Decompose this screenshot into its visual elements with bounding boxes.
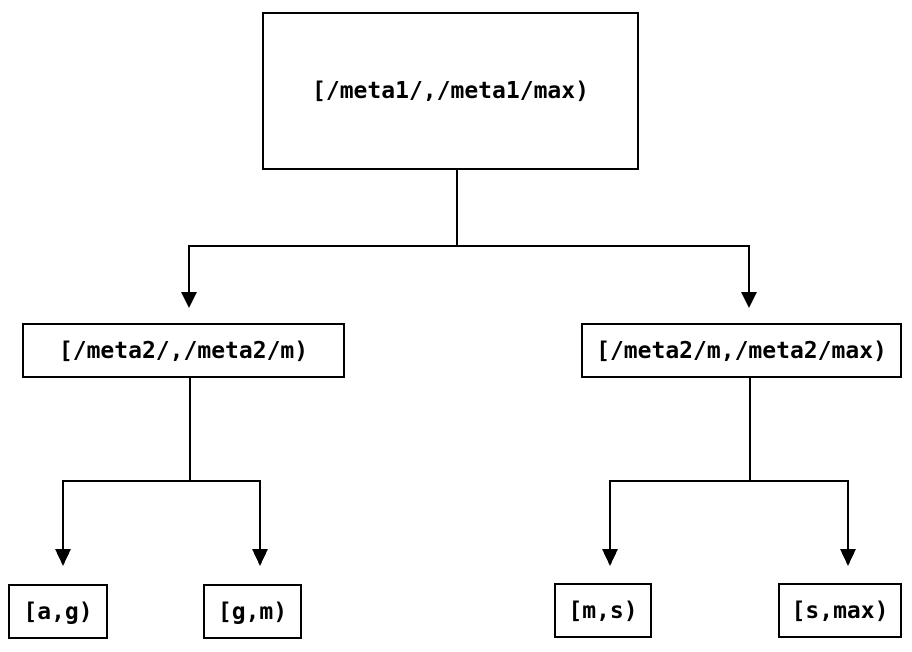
node-root-label: [/meta1/,/meta1/max) — [312, 78, 589, 104]
down-arrowhead-icon — [741, 292, 757, 308]
connector-meta2-left-children — [55, 378, 268, 566]
down-arrowhead-icon — [181, 292, 197, 308]
node-meta2-right: [/meta2/m,/meta2/max) — [581, 323, 902, 378]
node-leaf-gm-label: [g,m) — [217, 598, 288, 625]
node-meta2-left: [/meta2/,/meta2/m) — [22, 323, 345, 378]
down-arrowhead-icon — [55, 549, 71, 566]
node-meta2-left-label: [/meta2/,/meta2/m) — [58, 337, 309, 364]
node-leaf-smax: [s,max) — [778, 583, 902, 638]
down-arrowhead-icon — [602, 549, 618, 566]
node-leaf-ms-label: [m,s) — [568, 597, 638, 624]
node-leaf-smax-label: [s,max) — [791, 597, 889, 624]
node-leaf-gm: [g,m) — [203, 584, 302, 639]
down-arrowhead-icon — [840, 549, 856, 566]
node-leaf-ag: [a,g) — [8, 584, 108, 639]
node-root: [/meta1/,/meta1/max) — [262, 12, 639, 170]
node-meta2-right-label: [/meta2/m,/meta2/max) — [596, 337, 887, 364]
down-arrowhead-icon — [252, 549, 268, 566]
node-leaf-ms: [m,s) — [554, 583, 652, 638]
connector-root-children — [181, 170, 757, 308]
node-leaf-ag-label: [a,g) — [23, 598, 93, 625]
connector-meta2-right-children — [602, 378, 856, 566]
